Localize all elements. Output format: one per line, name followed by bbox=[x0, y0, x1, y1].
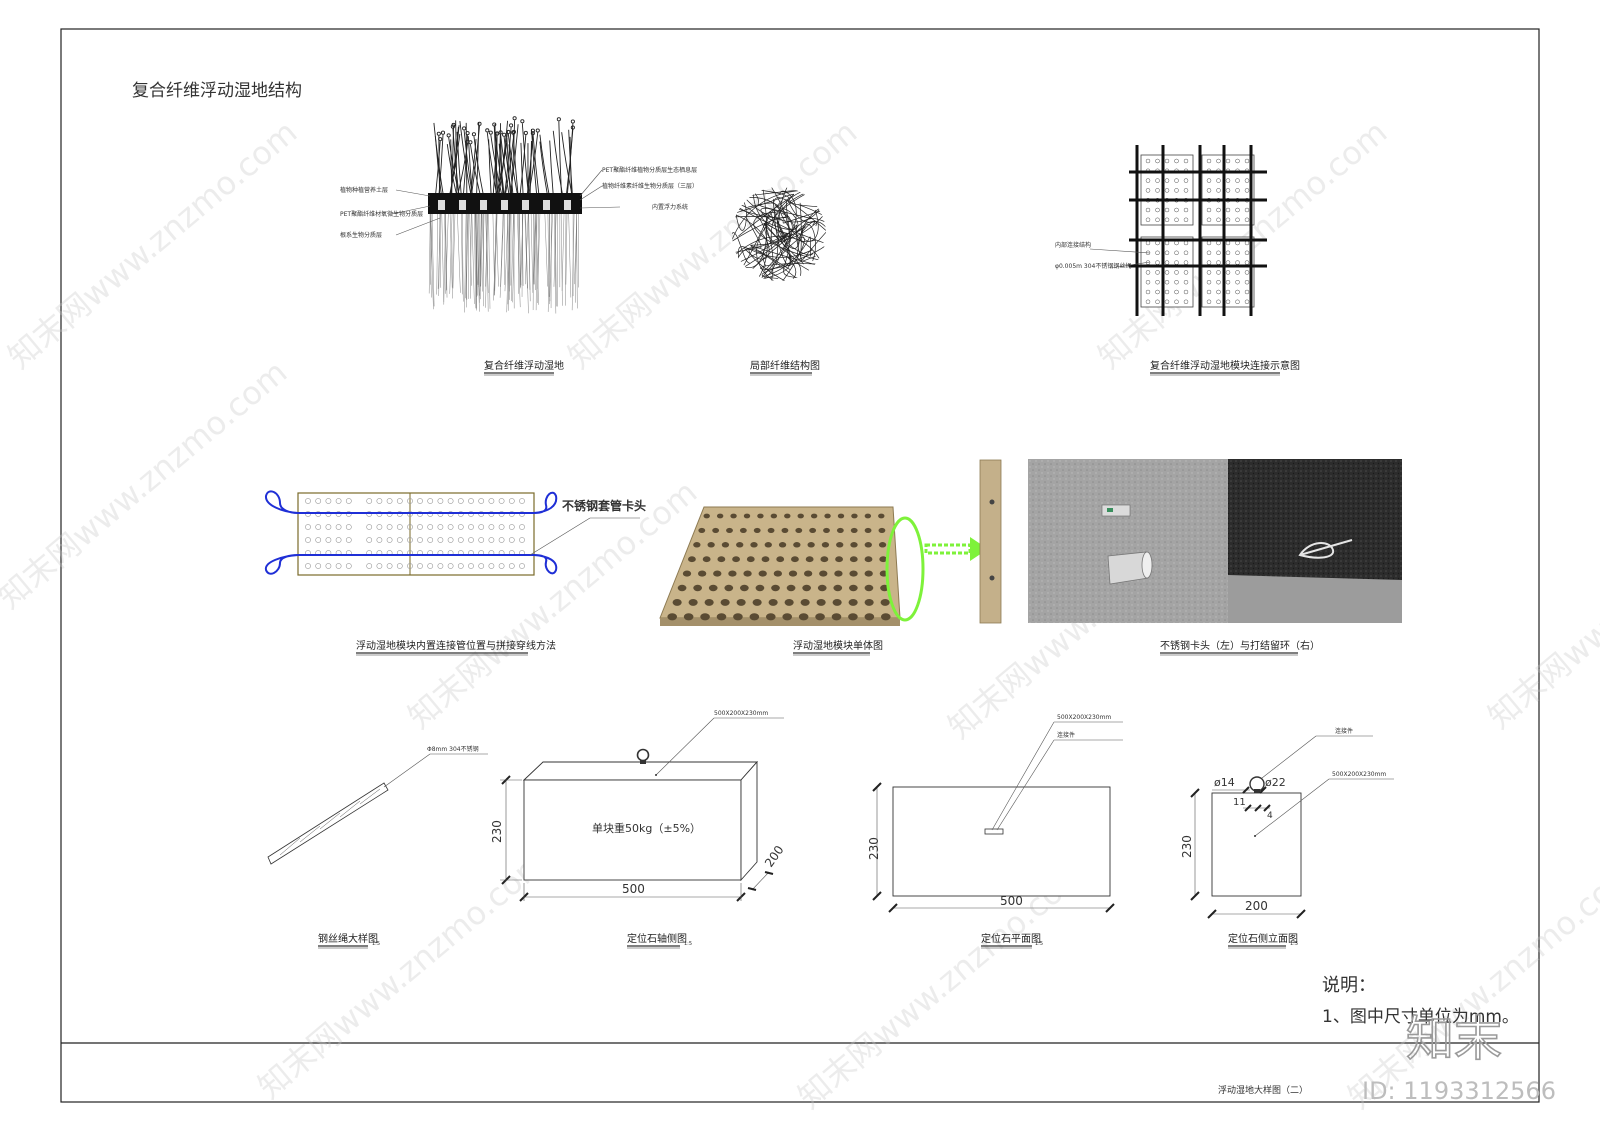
stone-plan-dim-height: 230 bbox=[867, 837, 881, 860]
wetland-label-right-1: PET聚酯纤维植物分质层生态栖息层 bbox=[602, 166, 697, 174]
stone-side-dim-d14: ø14 bbox=[1214, 776, 1235, 789]
module-connection-drawing: 内部连接结构 φ0.005m 304不锈钢钢丝绳 bbox=[1055, 145, 1267, 316]
stone-plan-drawing: 500X200X230mm 连接件 500 230 bbox=[867, 714, 1123, 913]
caption-photos: 不锈钢卡头（左）与打结留环（右） bbox=[1160, 639, 1320, 652]
scale-wire-rope: 1:5 bbox=[372, 941, 380, 947]
wetland-label-right-2: 植物纤维素纤维生物分质层（三层） bbox=[602, 182, 698, 190]
wetland-section-drawing: 植物种植营养土层 PET聚酯纤维材氧微生物分质层 根系生物分质层 PET聚酯纤维… bbox=[340, 116, 698, 314]
plan-connector bbox=[984, 828, 1004, 835]
caption-module-connection: 复合纤维浮动湿地模块连接示意图 bbox=[1150, 359, 1300, 372]
threading-drawing: 不锈钢套管卡头 bbox=[264, 490, 646, 576]
notes-item-1: 1、图中尺寸单位为mm。 bbox=[1322, 1007, 1519, 1027]
caption-wetland-section: 复合纤维浮动湿地 bbox=[484, 359, 564, 372]
wetland-label-left-3: 根系生物分质层 bbox=[340, 231, 382, 239]
stone-side-dim-d22: ø22 bbox=[1265, 776, 1286, 789]
stone-axon-dim-height: 230 bbox=[490, 820, 504, 843]
wire-rope-label: Φ8mm 304不锈钢 bbox=[427, 745, 479, 753]
caption-stone-axon: 定位石轴侧图 bbox=[627, 932, 687, 945]
stone-plan-dim-width: 500 bbox=[1000, 894, 1023, 908]
scale-stone-side: 1:5 bbox=[1290, 941, 1298, 947]
sheet-title: 复合纤维浮动湿地结构 bbox=[132, 81, 302, 101]
wetland-label-left-1: 植物种植营养土层 bbox=[340, 186, 388, 194]
connection-label-2: φ0.005m 304不锈钢钢丝绳 bbox=[1055, 262, 1131, 270]
brand-logo-text: 知末 bbox=[1406, 1011, 1502, 1067]
caption-wire-rope: 钢丝绳大样图 bbox=[318, 932, 378, 945]
watermark-id: ID: 1193312566 bbox=[1362, 1077, 1556, 1105]
stone-side-size-label: 500X200X230mm bbox=[1332, 771, 1386, 778]
clip-photos bbox=[1028, 459, 1402, 623]
wetland-label-right-3: 内置浮力系统 bbox=[652, 203, 688, 211]
caption-stone-plan: 定位石平面图 bbox=[981, 932, 1041, 945]
stone-plan-size-label: 500X200X230mm bbox=[1057, 714, 1111, 721]
stone-weight-label: 单块重50kg（±5%） bbox=[592, 821, 701, 835]
caption-threading: 浮动湿地模块内置连接管位置与拼接穿线方法 bbox=[356, 639, 556, 652]
stone-side-dim-4: 4 bbox=[1267, 811, 1273, 821]
stone-plan-connector-label: 连接件 bbox=[1057, 731, 1075, 739]
footer-title: 浮动湿地大样图（二） bbox=[1218, 1084, 1308, 1096]
photo-left bbox=[1028, 459, 1228, 623]
blue-rope bbox=[264, 490, 558, 575]
caption-module-unit: 浮动湿地模块单体图 bbox=[793, 639, 883, 652]
caption-fiber-detail: 局部纤维结构图 bbox=[750, 359, 820, 372]
highlight-arrow bbox=[924, 537, 988, 561]
stone-side-dim-width: 200 bbox=[1245, 899, 1268, 913]
brand-logo: 知末 bbox=[1405, 1010, 1503, 1068]
highlight-ellipse bbox=[885, 516, 925, 622]
connection-label-1: 内部连接结构 bbox=[1055, 241, 1091, 249]
stone-axon-size-label: 500X200X230mm bbox=[714, 710, 768, 717]
wire-rope-drawing: Φ8mm 304不锈钢 bbox=[267, 745, 488, 865]
caption-stone-side: 定位石侧立面图 bbox=[1228, 932, 1298, 945]
stone-side-connector-label: 连接件 bbox=[1335, 727, 1353, 735]
scale-stone-axon: 1:5 bbox=[684, 941, 692, 947]
module-unit-drawing bbox=[659, 459, 1002, 626]
stone-axon-dim-width: 500 bbox=[622, 882, 645, 896]
stone-side-dim-height: 230 bbox=[1180, 835, 1194, 858]
notes-title: 说明： bbox=[1322, 975, 1376, 996]
scale-stone-plan: 1:5 bbox=[1035, 941, 1043, 947]
module-side-section bbox=[979, 459, 1002, 624]
stone-side-dim-11: 11 bbox=[1233, 797, 1246, 808]
threading-label: 不锈钢套管卡头 bbox=[562, 498, 646, 513]
wetland-label-left-2: PET聚酯纤维材氧微生物分质层 bbox=[340, 210, 423, 218]
stone-axon-drawing: 500X200X230mm 单块重50kg（±5%） 500 230 200 bbox=[490, 710, 787, 902]
stone-side-drawing: 连接件 500X200X230mm ø14 ø22 11 4 200 230 bbox=[1180, 727, 1394, 919]
